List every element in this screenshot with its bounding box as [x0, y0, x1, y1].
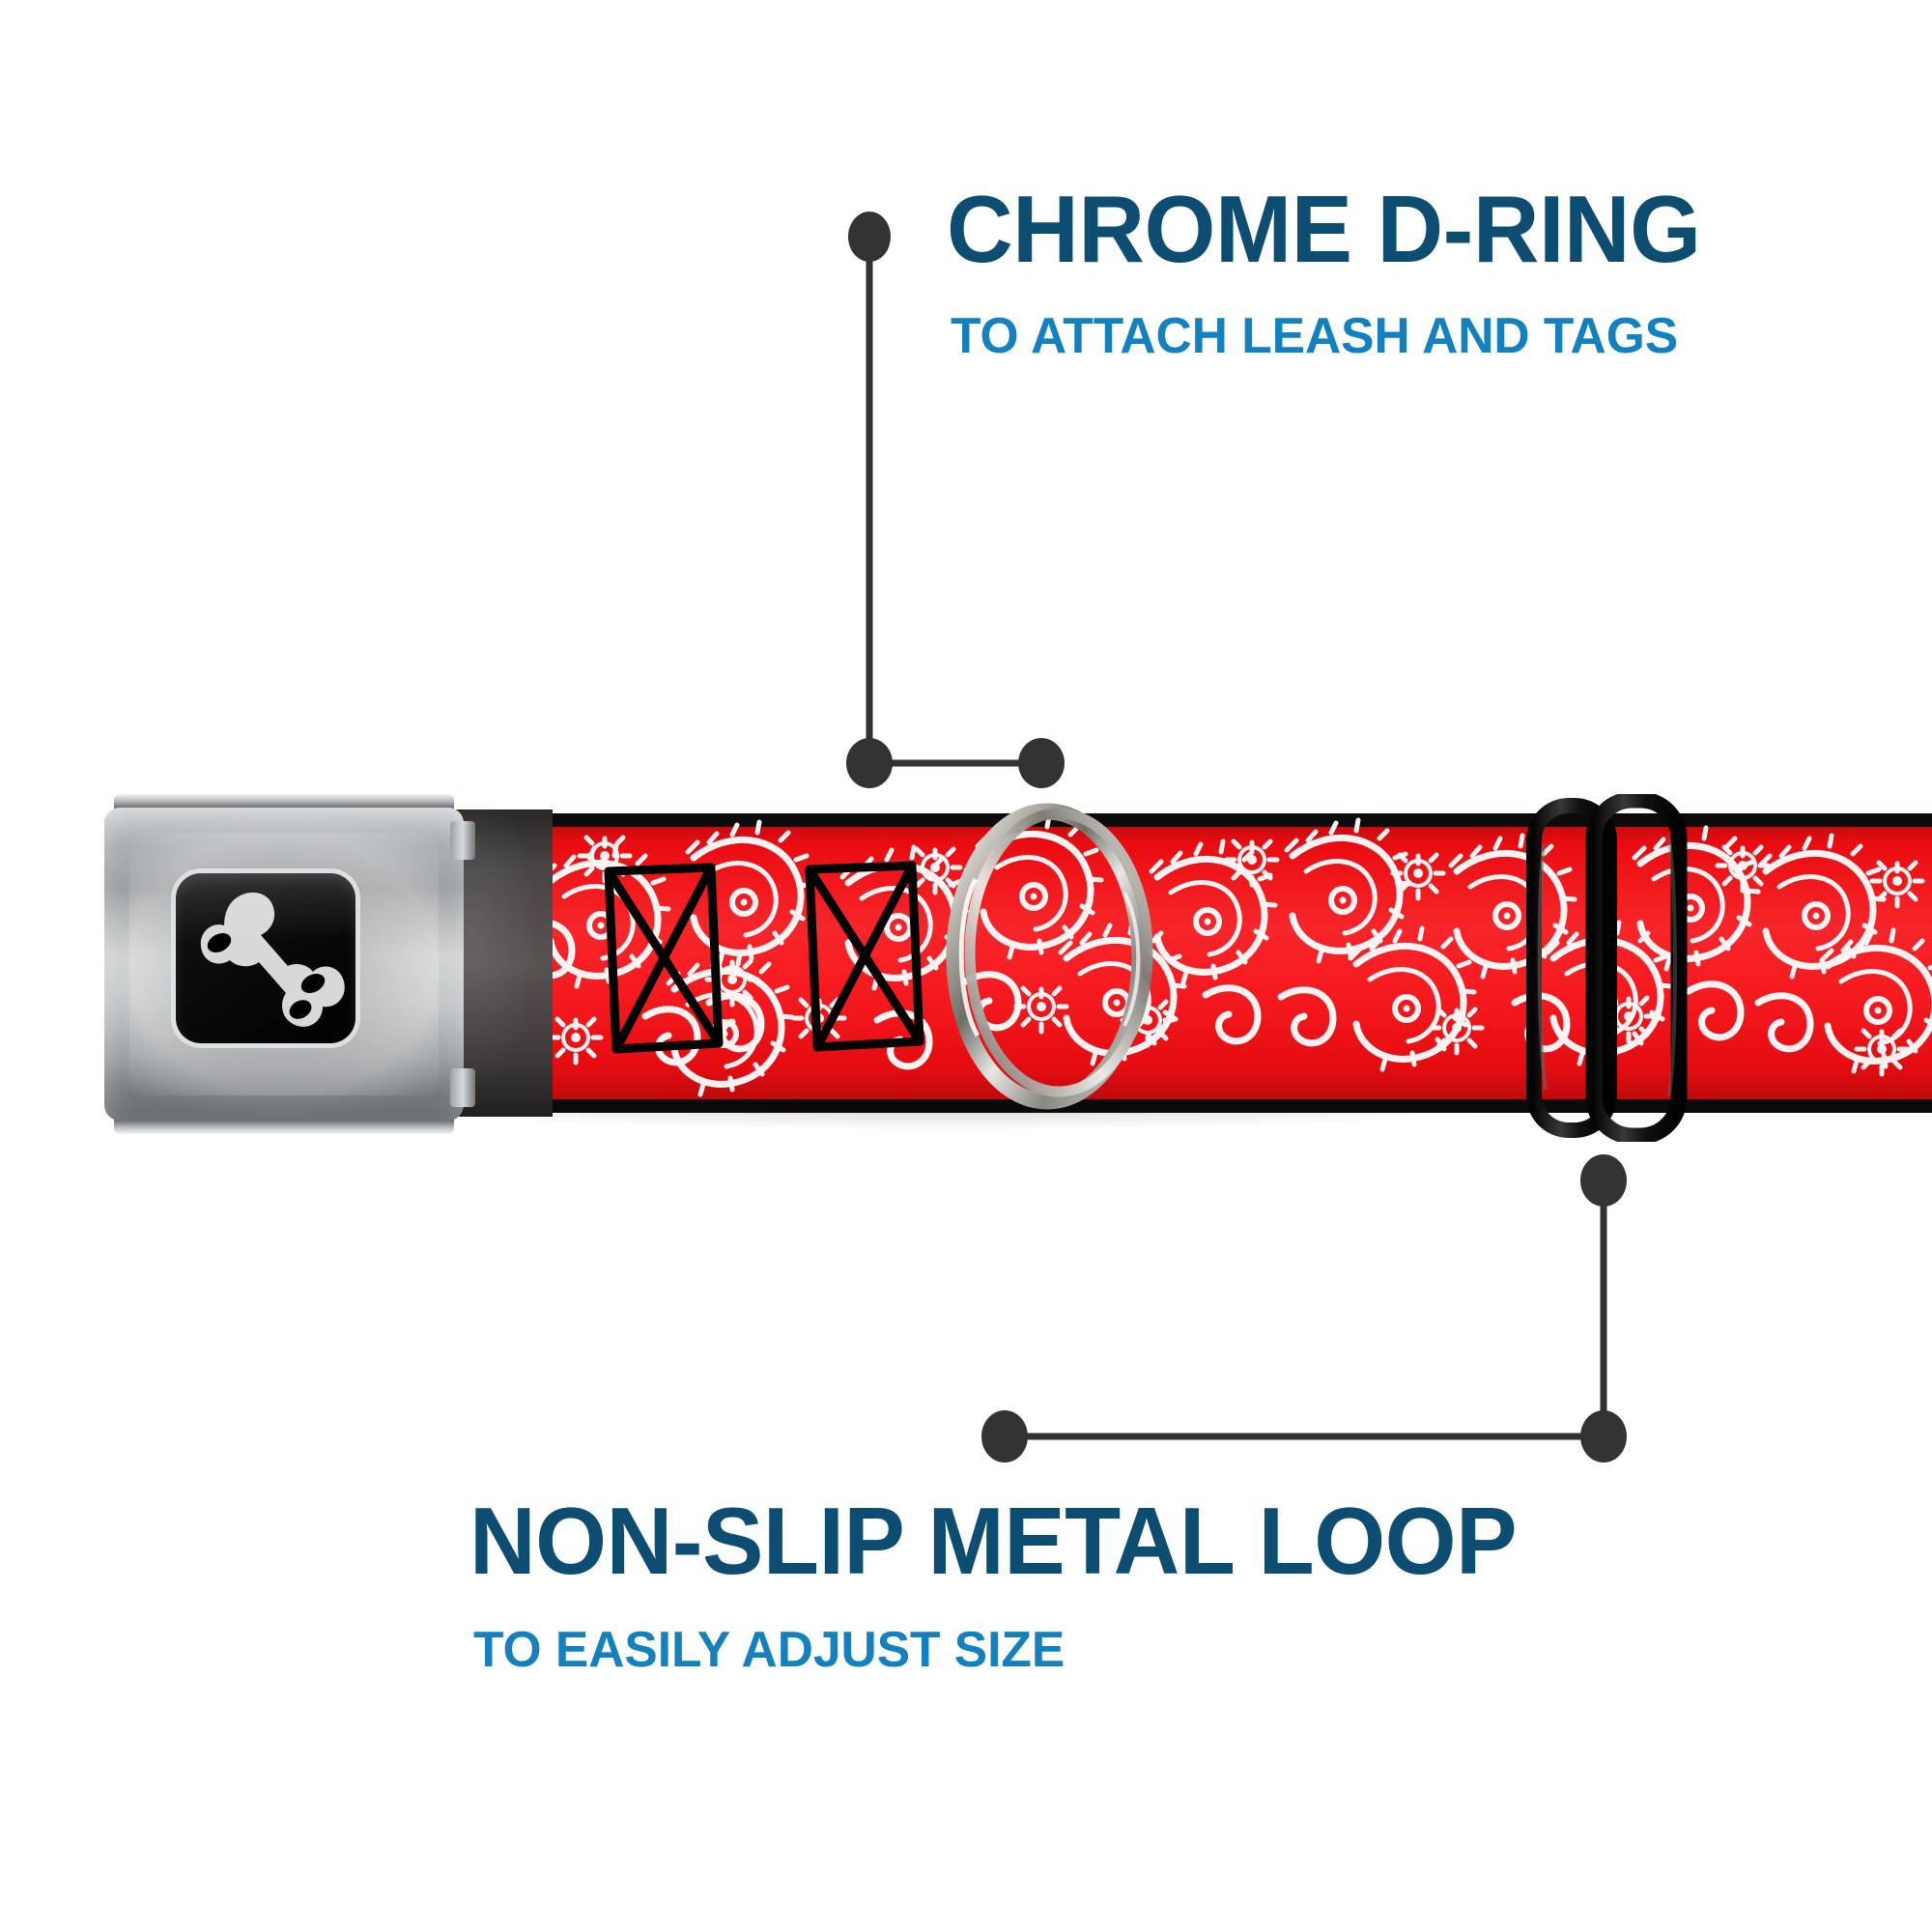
callout-title-non-slip-metal-loop: NON-SLIP METAL LOOP — [469, 1488, 1518, 1594]
buckle-tab-bottom — [450, 1068, 475, 1107]
buckle-body — [104, 808, 464, 1121]
leader-dot-bottom-anchor — [981, 1410, 1028, 1463]
callout-subtitle-non-slip-metal-loop: TO EASILY ADJUST SIZE — [473, 1622, 1065, 1678]
dog-bone-icon — [200, 892, 345, 1027]
leader-dot-top-anchor — [848, 212, 891, 262]
product-photo — [0, 744, 1932, 1188]
callout-title-chrome-d-ring: CHROME D-RING — [947, 176, 1701, 282]
collar-strap — [529, 813, 1932, 1113]
seatbelt-buckle — [104, 794, 475, 1134]
callout-subtitle-chrome-d-ring: TO ATTACH LEASH AND TAGS — [951, 308, 1679, 364]
box-x-stitching — [604, 861, 924, 1054]
buckle-window-gloss — [176, 873, 355, 942]
buckle-tab-top — [450, 821, 475, 860]
buckle-logo-window — [176, 873, 355, 1043]
strap-drop-shadow — [522, 1103, 1932, 1142]
leader-dot-bottom-corner — [1580, 1410, 1627, 1463]
